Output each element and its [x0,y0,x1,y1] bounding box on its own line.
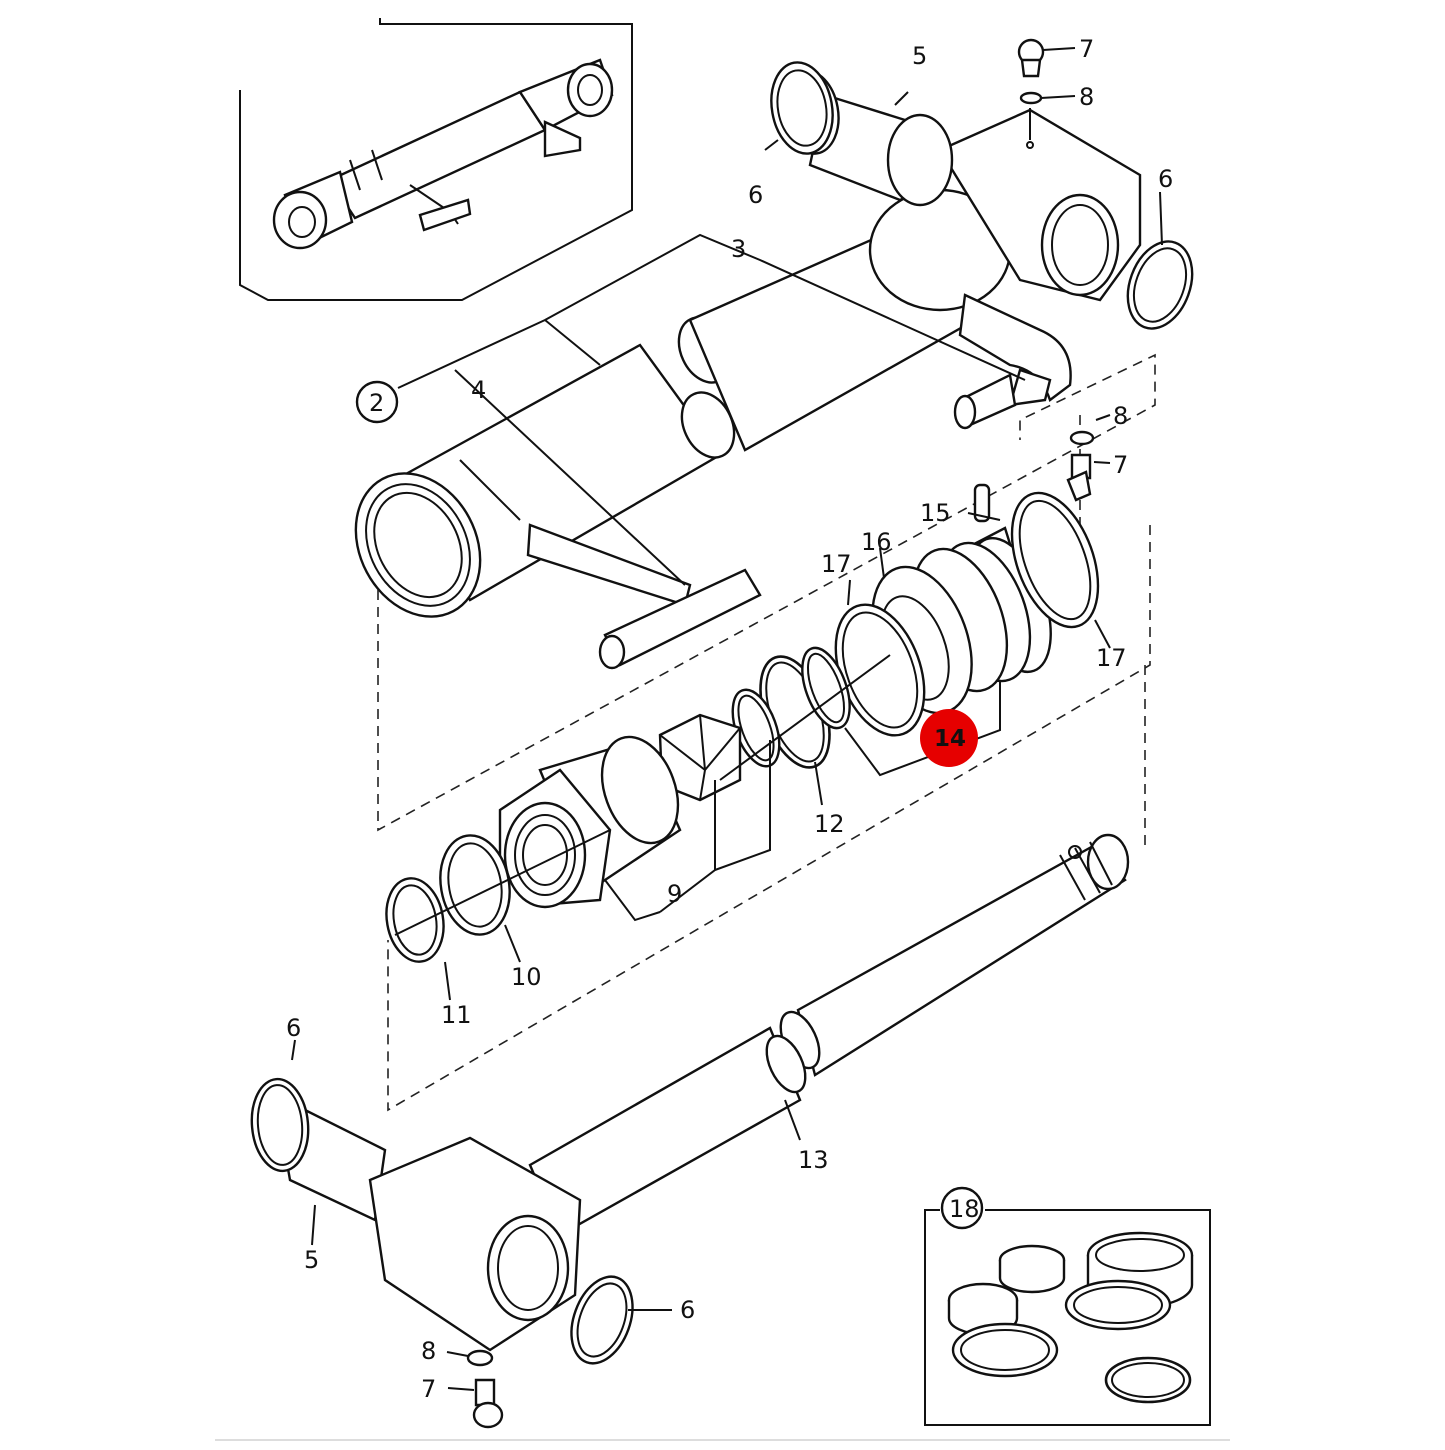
label-4: 4 [471,376,486,404]
label-6-bottom-right: 6 [680,1296,695,1324]
label-16: 16 [861,528,892,556]
label-14: 14 [934,726,966,752]
label-8-bottom: 8 [421,1337,436,1365]
part-labels: 2 3 4 5 5 6 6 6 6 7 7 7 8 8 8 9 10 11 12… [286,35,1173,1403]
label-8-top: 8 [1079,83,1094,111]
seal-kit-inset [924,1209,1211,1426]
label-6-top-left: 6 [748,181,763,209]
highlight-marker-14 [920,709,978,767]
label-17-left: 17 [821,550,852,578]
piston-assembly [834,414,1111,737]
barrel-leader-lines [397,233,1026,586]
label-15: 15 [920,499,951,527]
piston-rod [528,833,1130,1237]
label-18: 18 [949,1195,980,1223]
label-7-bottom: 7 [421,1375,436,1403]
label-8-middle: 8 [1113,402,1128,430]
label-12: 12 [814,810,845,838]
label-10: 10 [511,963,542,991]
label-7-top: 7 [1079,35,1094,63]
label-13: 13 [798,1146,829,1174]
label-3: 3 [731,235,746,263]
label-11: 11 [441,1001,472,1029]
inset-assembled-cylinder [239,18,633,301]
label-2: 2 [369,389,384,417]
label-5-top: 5 [912,42,927,70]
label-6-top-right: 6 [1158,165,1173,193]
label-17-right: 17 [1096,644,1127,672]
label-9: 9 [667,880,682,908]
label-7-middle: 7 [1113,451,1128,479]
label-5-bottom: 5 [304,1246,319,1274]
label-6-bottom-left: 6 [286,1014,301,1042]
top-pin-assembly [764,38,1194,330]
rod-eye-end [250,1039,672,1429]
seals-and-gland [385,646,1001,1001]
